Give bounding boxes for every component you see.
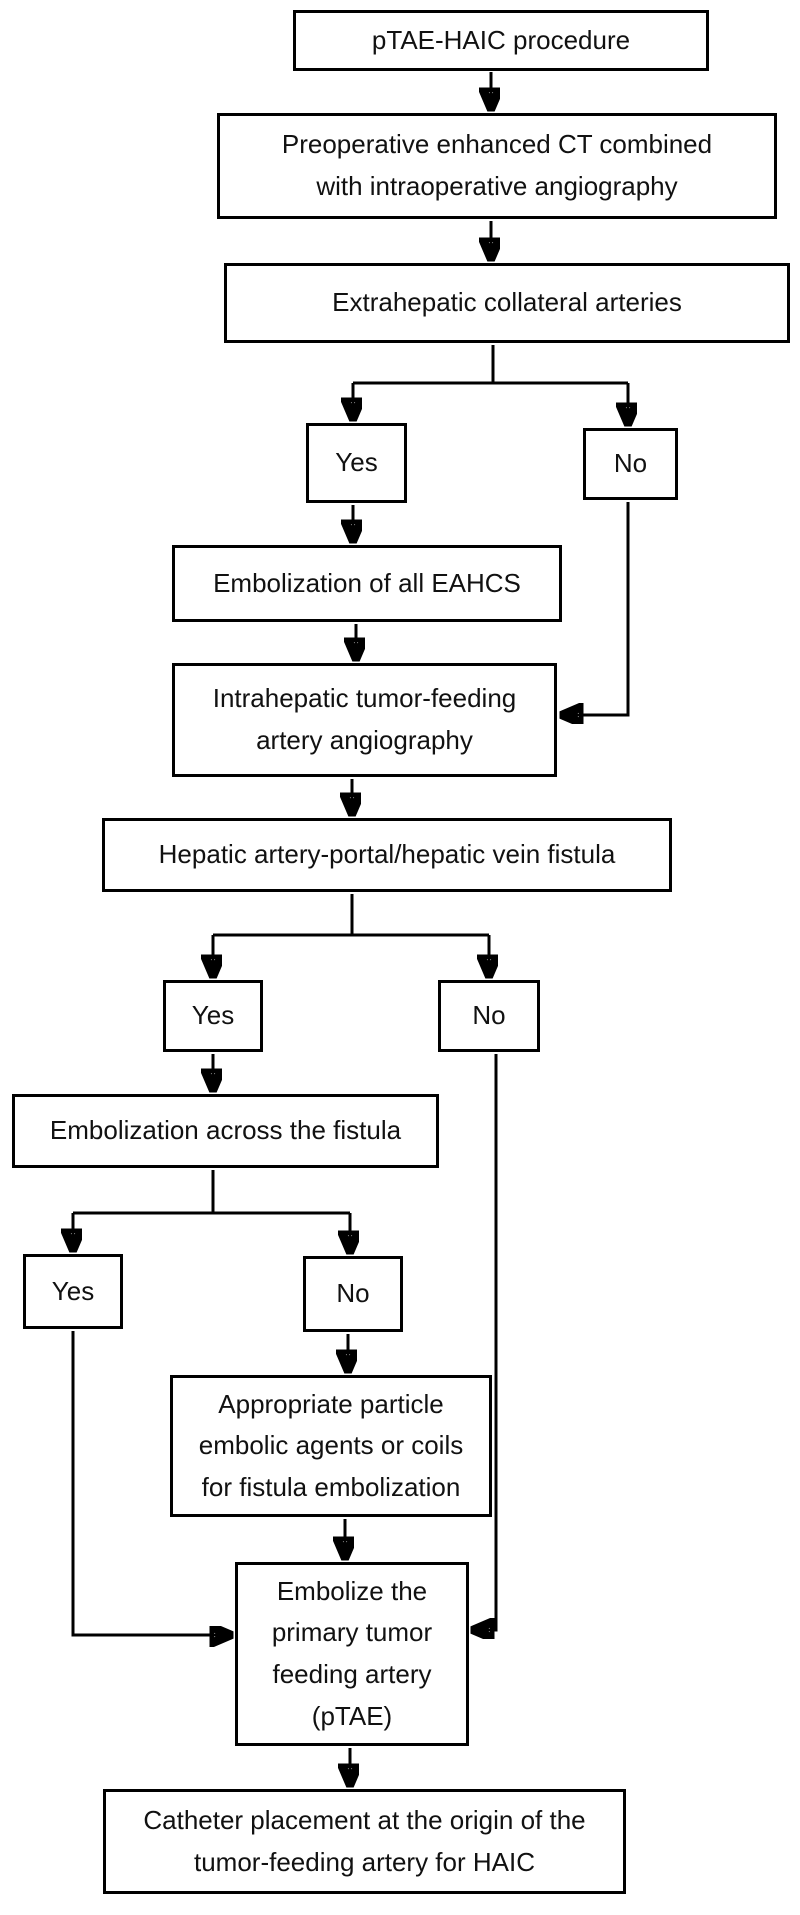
- node-fistula-no: No: [438, 980, 540, 1052]
- node-eahcs-no: No: [583, 428, 678, 500]
- node-catheter-placement: Catheter placement at the origin of the …: [103, 1789, 626, 1894]
- node-across-fistula-no: No: [303, 1256, 403, 1332]
- node-embolization-all-eahcs: Embolization of all EAHCS: [172, 545, 562, 622]
- node-embolization-across-fistula: Embolization across the fistula: [12, 1094, 439, 1168]
- connector-no-to-intrahepatic: [564, 502, 630, 715]
- node-across-fistula-yes: Yes: [23, 1254, 123, 1329]
- connector-yes-to-ptae: [71, 1331, 229, 1635]
- node-extrahepatic-collateral-arteries: Extrahepatic collateral arteries: [224, 263, 790, 343]
- connector-fistula-split-bar: [213, 894, 489, 937]
- node-embolic-agents: Appropriate particle embolic agents or c…: [170, 1375, 492, 1517]
- node-hepatic-vein-fistula-check: Hepatic artery-portal/hepatic vein fistu…: [102, 818, 672, 892]
- node-intrahepatic-angiography: Intrahepatic tumor-feeding artery angiog…: [172, 663, 557, 777]
- node-preoperative-ct: Preoperative enhanced CT combined with i…: [217, 113, 777, 219]
- node-ptae-haic-procedure: pTAE-HAIC procedure: [293, 10, 709, 71]
- connector-across-split-bar: [73, 1170, 350, 1215]
- node-eahcs-yes: Yes: [306, 423, 407, 503]
- connector-extrahepatic-split-bar: [353, 345, 628, 385]
- connector-no-to-ptae: [475, 1054, 498, 1630]
- node-embolize-ptae: Embolize the primary tumor feeding arter…: [235, 1562, 469, 1746]
- node-fistula-yes: Yes: [163, 980, 263, 1052]
